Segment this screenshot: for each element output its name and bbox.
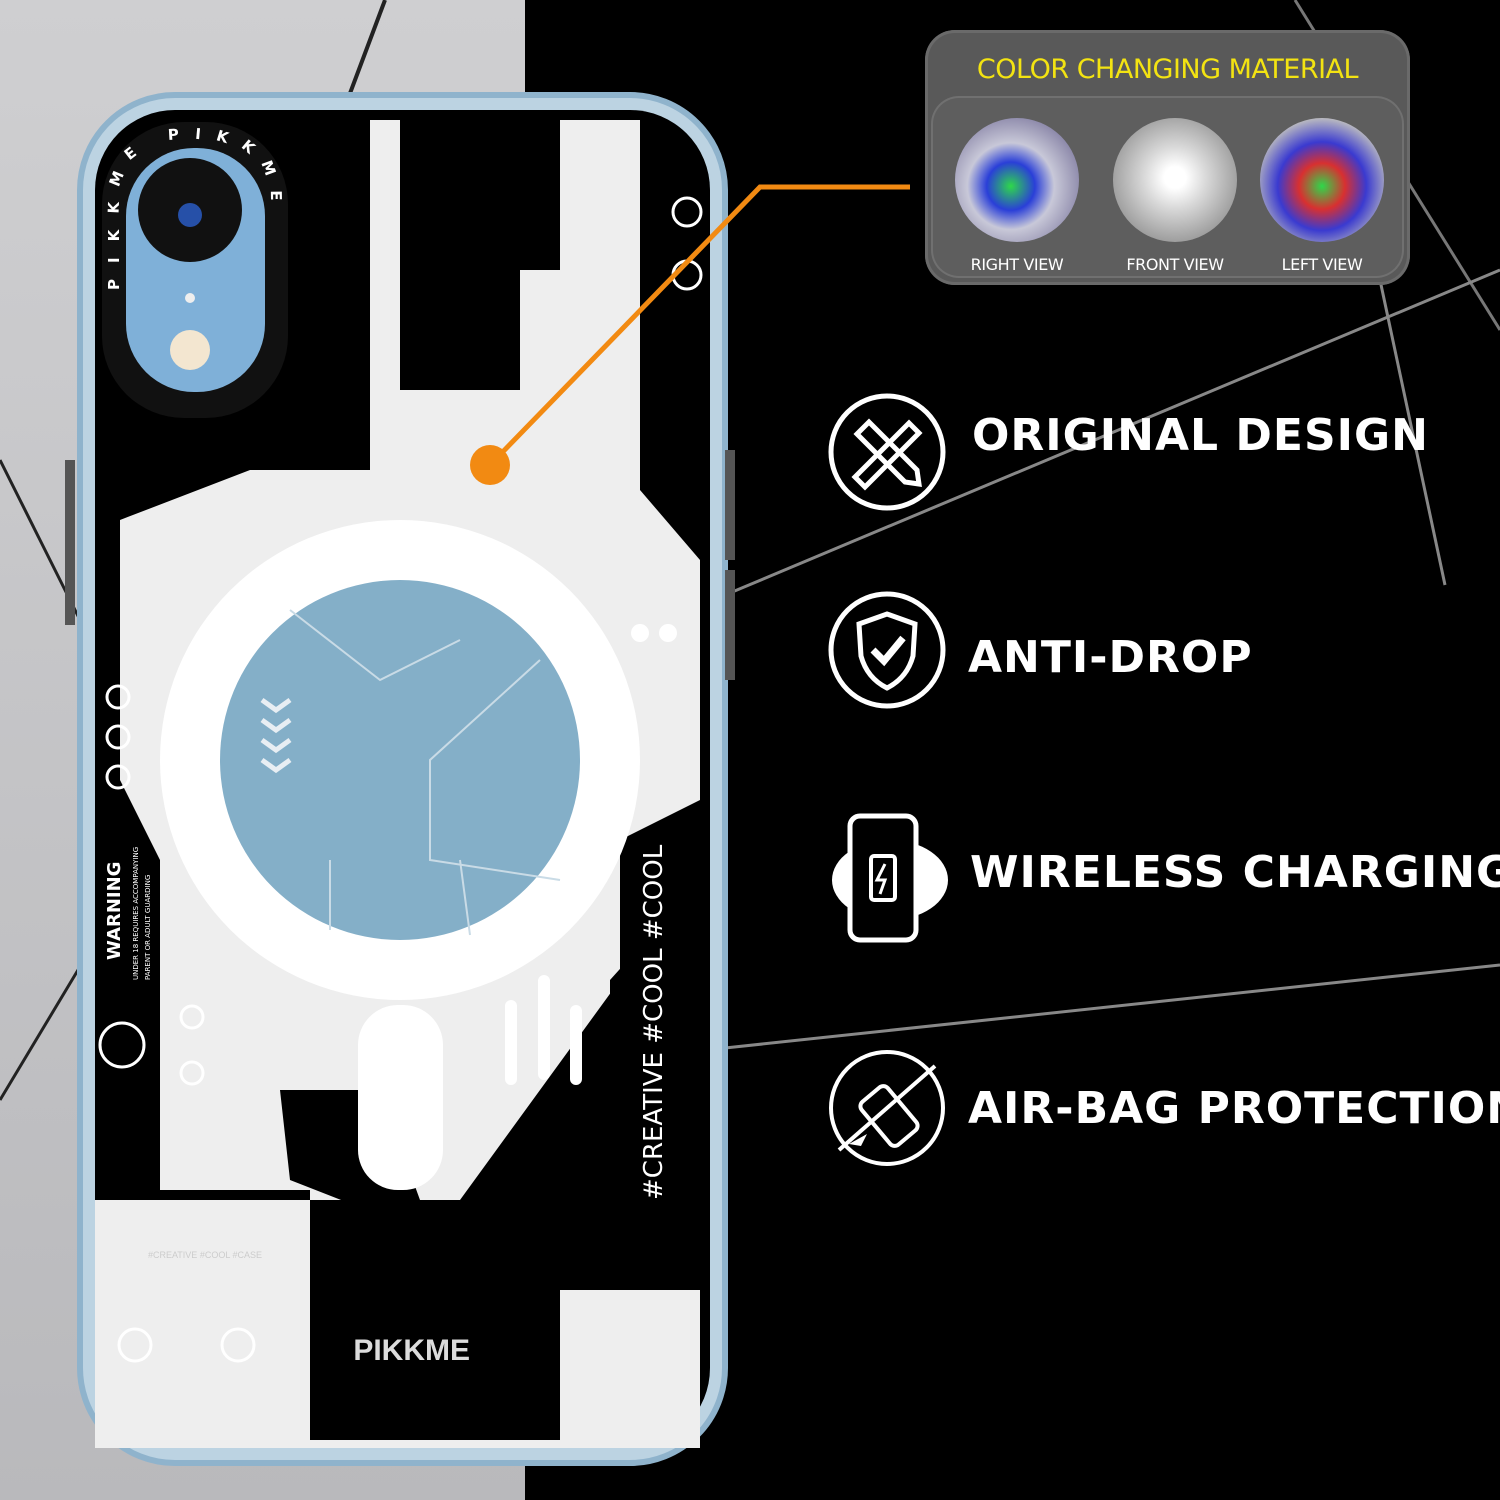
feature-original-design: ORIGINAL DESIGN	[972, 410, 1429, 461]
warning-line-1: UNDER 18 REQUIRES ACCOMPANYING	[132, 847, 140, 980]
pencil-ruler-icon	[828, 393, 946, 511]
callout-dot	[470, 445, 510, 485]
phone-battery-charging-icon	[832, 813, 948, 943]
panel-title: COLOR CHANGING MATERIAL	[976, 54, 1359, 85]
label-right-view: RIGHT VIEW	[970, 255, 1064, 274]
sphere-left-view	[1260, 118, 1384, 242]
color-changing-panel: COLOR CHANGING MATERIAL RIGHT VIEW FRONT…	[925, 30, 1410, 285]
feature-air-bag-protection: AIR-BAG PROTECTION	[968, 1083, 1500, 1134]
warning-line-2: PARENT OR ADULT GUARDING	[144, 875, 152, 980]
label-left-view: LEFT VIEW	[1281, 255, 1363, 274]
feature-anti-drop: ANTI-DROP	[968, 632, 1253, 683]
sphere-right-view	[955, 118, 1079, 242]
sphere-front-view	[1113, 118, 1237, 242]
shield-check-icon	[828, 591, 946, 709]
feature-wireless-charging: WIRELESS CHARGING	[970, 847, 1500, 898]
label-front-view: FRONT VIEW	[1126, 255, 1224, 274]
hashtag-text: #CREATIVE #COOL #COOL	[639, 844, 669, 1200]
brand-bottom-text: PIKKME	[353, 1334, 470, 1367]
small-caption-text: #CREATIVE #COOL #CASE	[148, 1250, 262, 1260]
phone-drop-icon	[829, 1050, 945, 1166]
warning-title: WARNING	[104, 862, 125, 960]
